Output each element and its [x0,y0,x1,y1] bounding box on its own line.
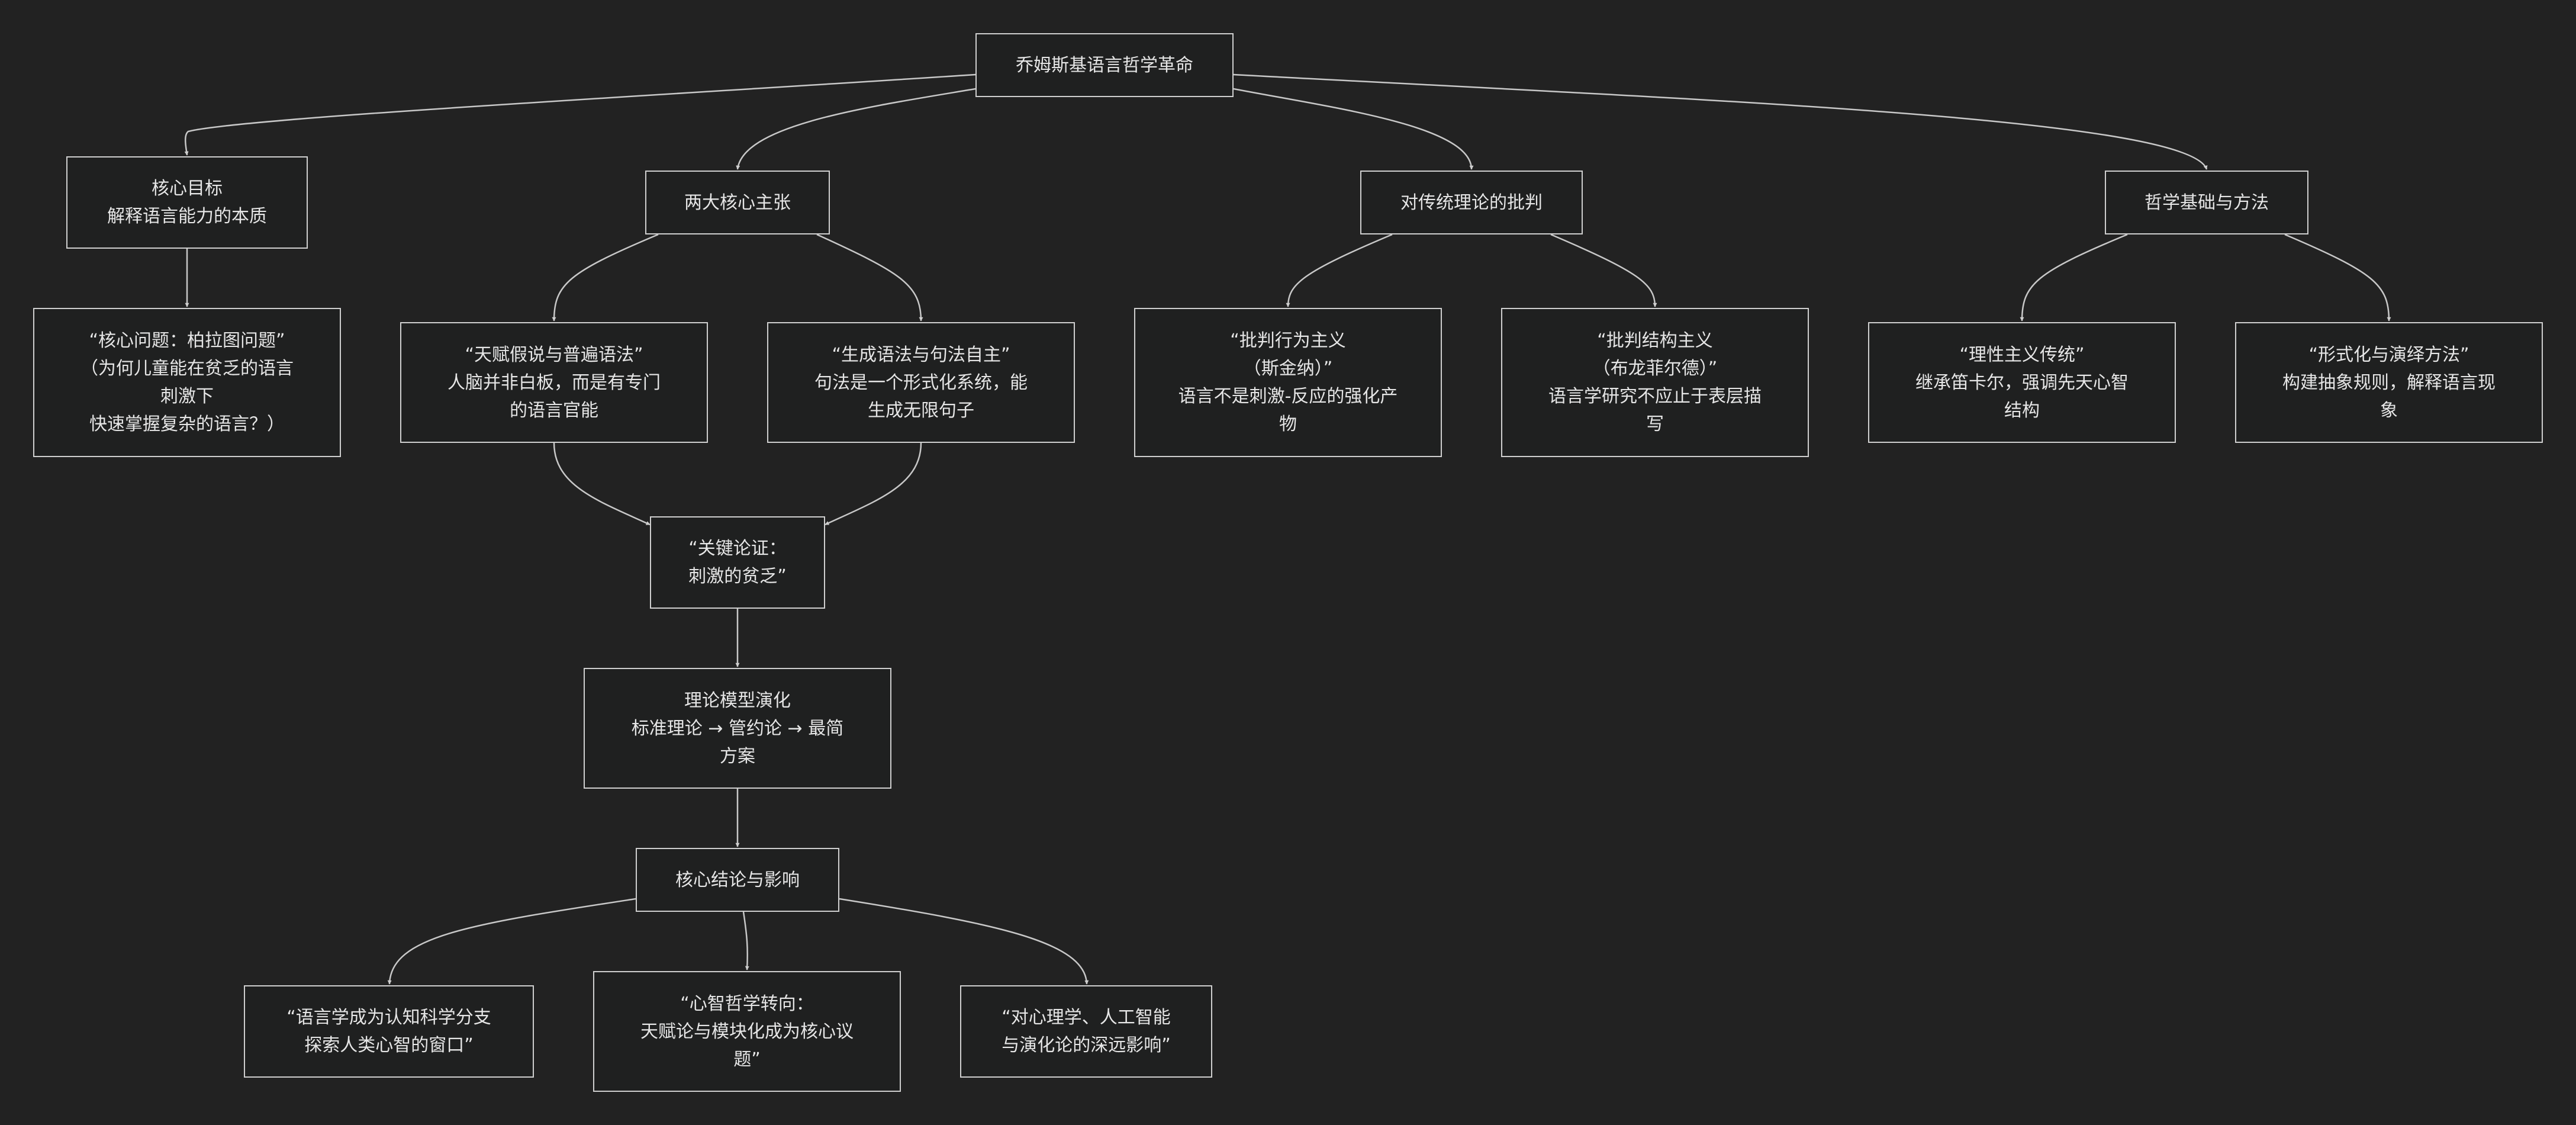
node-philosophical-basis: 哲学基础与方法 [2105,171,2308,234]
node-text-line: “核心问题：柏拉图问题” [89,330,285,351]
edge-gen-pov [825,442,922,526]
edge-conc-aff [839,898,1089,985]
node-text-line: 象 [2380,400,2398,421]
node-text-line: 物 [1279,414,1297,435]
node-text-line: “理性主义传统” [1959,344,2085,365]
node-text-line: 标准理论 → 管约论 → 最简 [631,718,844,739]
node-text-line: 的语言官能 [510,400,598,421]
edge-conc-mind [742,911,749,970]
node-text-line: 快速掌握复杂的语言？） [89,414,285,435]
node-far-reaching-impact: “对心理学、人工智能与演化论的深远影响” [960,985,1212,1078]
node-text-line: 刺激下 [160,386,214,407]
node-generative-grammar: “生成语法与句法自主” 句法是一个形式化系统，能生成无限句子 [767,322,1075,443]
node-text-line: 哲学基础与方法 [2144,192,2269,213]
edge-root-two [736,88,976,170]
node-text-line: （斯金纳）” [1243,358,1333,379]
edge-two-innate [552,233,659,322]
edge-root-goal [184,73,976,156]
node-text-line: 探索人类心智的窗口” [304,1035,474,1056]
node-text-line: “关键论证： [688,538,787,559]
node-text-line: “天赋假说与普遍语法” [465,344,643,365]
node-text-line: 生成无限句子 [868,400,974,421]
node-text-line: “心智哲学转向： [680,993,814,1014]
node-text-line: “形式化与演绎方法” [2308,344,2469,365]
node-text-line: 两大核心主张 [684,192,791,213]
node-text-line: 理论模型演化 [684,690,791,711]
edge-innate-pov [553,442,651,526]
node-core-goal: 核心目标解释语言能力的本质 [66,156,308,249]
edge-conc-cog [387,898,636,985]
node-text-line: 构建抽象规则，解释语言现 [2282,372,2496,393]
node-model-evolution: 理论模型演化标准理论 → 管约论 → 最简方案 [584,668,891,789]
edge-root-phil [1233,73,2208,170]
node-text-line: （为何儿童能在贫乏的语言 [80,358,294,379]
node-conclusions-impact: 核心结论与影响 [636,848,839,912]
node-philosophy-of-mind: “心智哲学转向： 天赋论与模块化成为核心议题” [593,971,901,1092]
node-text-line: 对传统理论的批判 [1400,192,1543,213]
edge-crit-str [1550,233,1657,307]
node-text-line: 句法是一个形式化系统，能 [814,372,1028,393]
node-text-line: 人脑并非白板，而是有专门 [447,372,661,393]
node-formal-deductive: “形式化与演绎方法” 构建抽象规则，解释语言现象 [2235,322,2543,443]
node-critique-structuralism: “批判结构主义 （布龙菲尔德）” 语言学研究不应止于表层描写 [1501,308,1809,457]
node-text-line: 语言学研究不应止于表层描 [1548,386,1762,407]
node-text-line: 乔姆斯基语言哲学革命 [1016,54,1193,76]
node-innateness-ug: “天赋假说与普遍语法” 人脑并非白板，而是有专门的语言官能 [400,322,708,443]
edge-phil-rat [2020,233,2128,322]
node-poverty-of-stimulus: “关键论证： 刺激的贫乏” [650,516,825,609]
node-text-line: “生成语法与句法自主” [832,344,1010,365]
node-text-line: （布龙菲尔德）” [1592,358,1718,379]
edge-crit-beh [1286,233,1393,307]
node-chomsky-revolution: 乔姆斯基语言哲学革命 [975,33,1234,97]
node-text-line: 核心结论与影响 [675,869,800,891]
node-text-line: “批判结构主义 [1597,330,1713,351]
node-text-line: 语言不是刺激-反应的强化产 [1178,386,1398,407]
node-text-line: 方案 [720,745,755,767]
node-critique-traditional: 对传统理论的批判 [1360,171,1583,234]
node-critique-behaviorism: “批判行为主义 （斯金纳）” 语言不是刺激-反应的强化产物 [1134,308,1442,457]
edge-two-gen [816,233,923,322]
edge-phil-form [2284,233,2391,322]
node-text-line: “对心理学、人工智能 [1002,1007,1171,1028]
node-text-line: “语言学成为认知科学分支 [286,1007,491,1028]
node-text-line: 天赋论与模块化成为核心议 [640,1021,854,1042]
node-text-line: 继承笛卡尔，强调先天心智 [1915,372,2129,393]
node-platos-problem: “核心问题：柏拉图问题” （为何儿童能在贫乏的语言刺激下快速掌握复杂的语言？） [33,308,341,457]
node-two-core-claims: 两大核心主张 [645,171,830,234]
node-text-line: 题” [733,1049,761,1070]
node-text-line: 解释语言能力的本质 [107,206,267,227]
node-rationalism: “理性主义传统” 继承笛卡尔，强调先天心智结构 [1868,322,2176,443]
node-text-line: “批判行为主义 [1230,330,1346,351]
node-text-line: 刺激的贫乏” [688,566,787,587]
edge-root-crit [1233,88,1474,170]
node-cognitive-science: “语言学成为认知科学分支探索人类心智的窗口” [244,985,534,1078]
node-text-line: 结构 [2004,400,2040,421]
node-text-line: 核心目标 [152,178,223,199]
node-text-line: 写 [1646,414,1664,435]
node-text-line: 与演化论的深远影响” [1002,1035,1171,1056]
